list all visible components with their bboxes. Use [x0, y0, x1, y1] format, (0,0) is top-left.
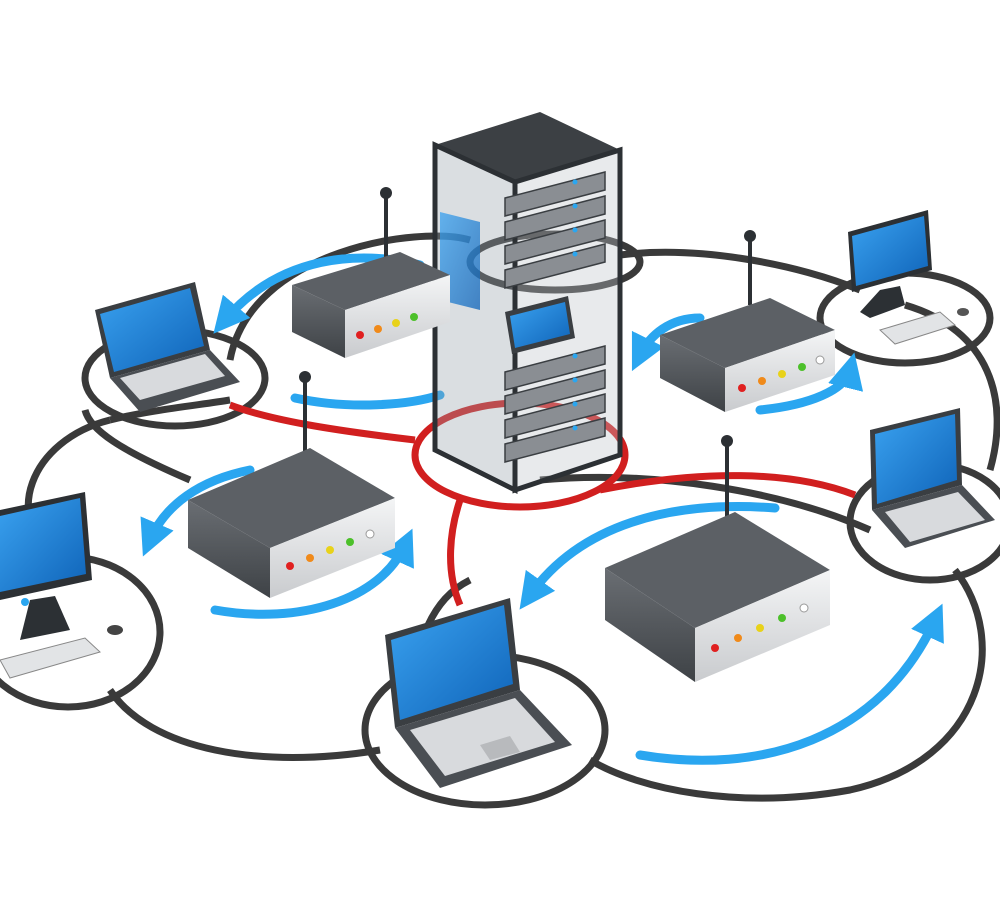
server-rack-icon [432, 112, 623, 495]
laptop-icon [870, 408, 995, 548]
laptop-right [870, 408, 995, 548]
laptop-top-left [95, 282, 240, 412]
wireless-router-icon [605, 435, 830, 682]
router-top-left [292, 187, 450, 358]
desktop-computer-icon [848, 210, 969, 345]
wireless-router-icon [292, 187, 450, 358]
router-middle-left [188, 371, 395, 598]
laptop-bottom-center [385, 598, 572, 788]
desktop-left [0, 492, 123, 679]
router-top-right [660, 230, 835, 412]
wireless-router-icon [660, 230, 835, 412]
laptop-icon [95, 282, 240, 412]
wireless-router-icon [188, 371, 395, 598]
desktop-computer-icon [0, 492, 123, 679]
laptop-icon [385, 598, 572, 788]
desktop-top-right [848, 210, 969, 345]
router-bottom-right [605, 435, 830, 682]
